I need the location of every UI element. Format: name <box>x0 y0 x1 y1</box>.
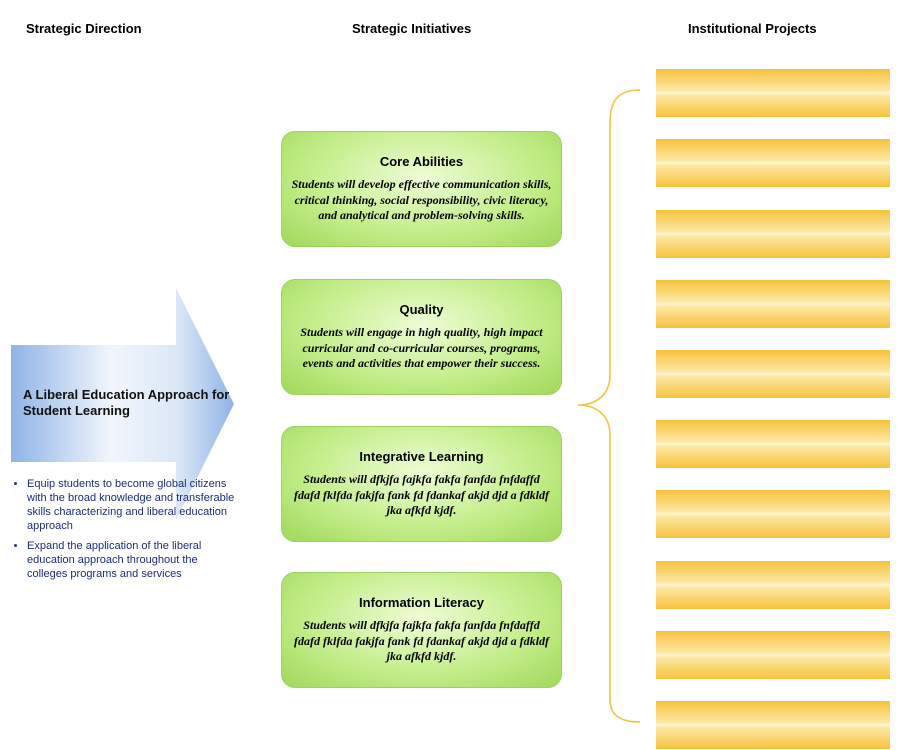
initiative-title: Quality <box>399 302 444 318</box>
initiative-core-abilities: Core Abilities Students will develop eff… <box>281 131 562 247</box>
initiative-title: Integrative Learning <box>359 449 484 465</box>
project-box <box>656 69 890 117</box>
initiative-information-literacy: Information Literacy Students will dfkjf… <box>281 572 562 688</box>
initiative-title: Core Abilities <box>379 154 464 170</box>
project-box <box>656 701 890 749</box>
initiative-description: Students will dfkjfa fajkfa fakfa fanfda… <box>294 472 549 518</box>
initiative-title: Information Literacy <box>359 595 484 611</box>
project-box <box>656 350 890 398</box>
initiative-description: Students will dfkjfa fajkfa fakfa fanfda… <box>294 618 549 664</box>
initiative-description: Students will develop effective communic… <box>291 177 552 223</box>
header-strategic-direction: Strategic Direction <box>26 21 142 36</box>
project-box <box>656 490 890 538</box>
project-box <box>656 280 890 328</box>
initiative-description: Students will engage in high quality, hi… <box>300 325 543 371</box>
initiative-integrative-learning: Integrative Learning Students will dfkjf… <box>281 426 562 542</box>
project-box <box>656 139 890 187</box>
direction-title: A Liberal Education Approach for Student… <box>23 387 230 418</box>
project-box <box>656 631 890 679</box>
header-strategic-initiatives: Strategic Initiatives <box>352 21 472 36</box>
initiative-quality: Quality Students will engage in high qua… <box>281 279 562 395</box>
project-box <box>656 420 890 468</box>
project-box <box>656 561 890 609</box>
direction-bullet: Equip students to become global citizens… <box>27 477 237 533</box>
project-box <box>656 210 890 258</box>
direction-bullet: Expand the application of the liberal ed… <box>27 539 237 581</box>
direction-bullet-list: Equip students to become global citizens… <box>12 477 237 587</box>
header-institutional-projects: Institutional Projects <box>688 21 817 36</box>
